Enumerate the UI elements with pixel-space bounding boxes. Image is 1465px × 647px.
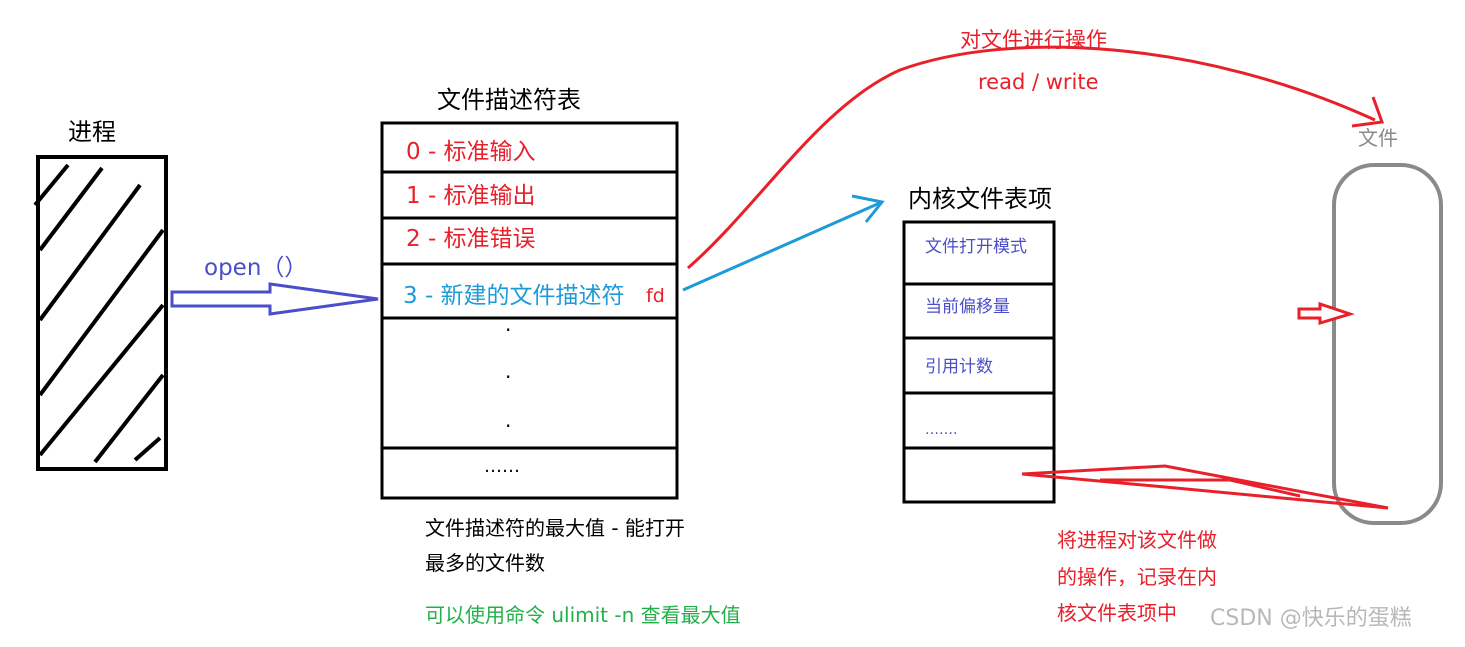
fd-row-0: 0 - 标准输入 (406, 139, 536, 165)
file-label: 文件 (1358, 126, 1398, 150)
fd-dot-3: · (505, 414, 512, 438)
fd-to-kernel-arrow (682, 194, 885, 292)
open-arrow (170, 282, 379, 316)
kernel-row-0: 文件打开模式 (925, 237, 1027, 257)
ulimit-note: 可以使用命令 ulimit -n 查看最大值 (425, 603, 741, 627)
file-pointer-arrow (1297, 301, 1355, 326)
fd-row-2: 2 - 标准错误 (406, 226, 536, 252)
process-title: 进程 (68, 118, 116, 146)
kernel-table (902, 220, 1056, 504)
record-note-line3: 核文件表项中 (1057, 601, 1177, 625)
kernel-to-file-link (1021, 464, 1389, 510)
fd-table-title: 文件描述符表 (437, 86, 581, 114)
kernel-table-title: 内核文件表项 (908, 185, 1052, 213)
record-note-line1: 将进程对该文件做 (1057, 528, 1217, 552)
fd-last-row: …… (484, 456, 520, 477)
process-box (33, 155, 168, 471)
fd-row-1: 1 - 标准输出 (406, 183, 536, 209)
kernel-row-1: 当前偏移量 (925, 297, 1010, 317)
process-hatching (33, 163, 165, 464)
fd-row-3: 3 - 新建的文件描述符 (403, 283, 625, 309)
read-write-arrow (687, 45, 1385, 270)
watermark: CSDN @快乐的蛋糕 (1210, 606, 1412, 631)
open-call-label: open（） (204, 255, 308, 281)
kernel-row-2: 引用计数 (925, 357, 993, 377)
rw-label-2: read / write (978, 70, 1099, 94)
record-note-line2: 的操作，记录在内 (1057, 565, 1217, 589)
fd-tag: fd (646, 285, 665, 307)
rw-label-1: 对文件进行操作 (960, 28, 1107, 52)
file-shape (1332, 163, 1443, 525)
fd-max-note-line1: 文件描述符的最大值 - 能打开 (425, 516, 685, 540)
fd-dot-1: · (505, 318, 512, 342)
fd-table (380, 121, 679, 500)
kernel-row-3: ……. (925, 422, 958, 438)
fd-max-note-line2: 最多的文件数 (425, 551, 545, 575)
fd-dot-2: · (505, 365, 512, 389)
